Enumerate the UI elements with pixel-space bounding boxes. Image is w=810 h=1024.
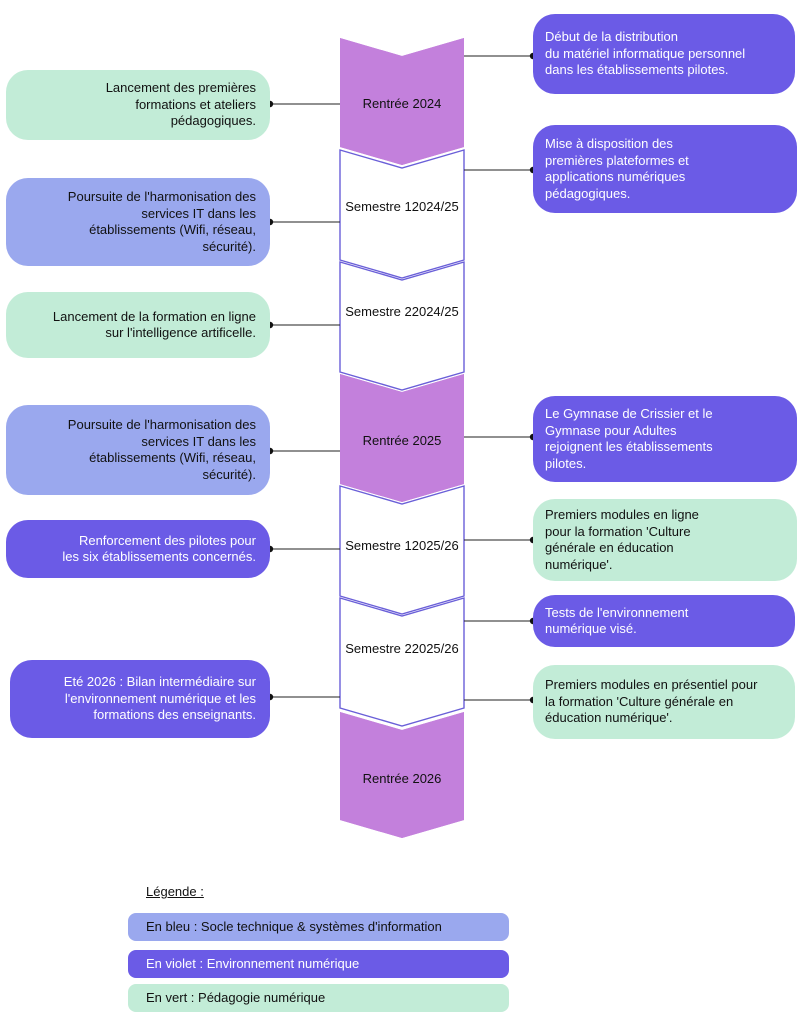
- text-line: Poursuite de l'harmonisation des: [67, 189, 256, 204]
- text-line: dans les établissements pilotes.: [545, 62, 729, 78]
- text-line: numérique'.: [545, 556, 613, 572]
- text-line: applications numériques: [545, 169, 686, 184]
- text-line: Premiers modules en présentiel pour: [545, 677, 758, 693]
- text-line: Premiers modules en ligne: [545, 507, 699, 522]
- text-line: éducation numérique'.: [545, 710, 673, 726]
- text-line: sur l'intelligence artificelle.: [105, 325, 256, 340]
- text-line: 2025/26: [411, 538, 459, 553]
- text-line: établissements (Wifi, réseau,: [89, 222, 256, 237]
- timeline-label-line: Semestre 12025/26: [345, 538, 458, 553]
- legend-item-violet: En violet : Environnement numérique: [128, 950, 509, 978]
- timeline-chevron: [339, 149, 465, 279]
- text-line: Tests de l'environnement: [545, 604, 689, 620]
- text-line: 2025/26: [411, 641, 459, 656]
- text-line: les six établissements concernés.: [62, 549, 256, 564]
- legend-title: Légende :: [146, 884, 204, 899]
- text-line: Semestre 1: [345, 199, 412, 214]
- text-line: du matériel informatique personnel: [545, 45, 746, 61]
- text-line: sécurité).: [202, 466, 256, 482]
- text-line: rejoignent les établissements: [545, 439, 713, 454]
- timeline-label-semestre-2-2025: Semestre 22025/26: [340, 640, 464, 657]
- timeline-label-line: Semestre 22024/25: [345, 304, 458, 319]
- timeline-label-line: Semestre 12024/25: [345, 199, 458, 214]
- timeline-chevron: [339, 485, 465, 615]
- timeline-label-rentree-2024: Rentrée 2024: [362, 96, 442, 111]
- timeline-label-rentree-2025: Rentrée 2025: [362, 433, 442, 448]
- text-line: pour la formation 'Culture: [545, 523, 691, 539]
- text-line: Mise à disposition des: [545, 136, 673, 151]
- timeline-chevron: [339, 597, 465, 727]
- text-line: premières plateformes et: [545, 152, 689, 168]
- timeline-label-semestre-1-2024: Semestre 12024/25: [340, 198, 464, 215]
- text-line: l'environnement numérique et les: [64, 690, 256, 706]
- text-line: Semestre 2: [345, 304, 412, 319]
- text-line: formations des enseignants.: [93, 707, 256, 723]
- text-line: 2024/25: [411, 199, 459, 214]
- text-line: services IT dans les: [141, 433, 256, 449]
- text-line: pilotes.: [545, 455, 587, 471]
- timeline-chevron-milestone: [340, 374, 464, 502]
- text-line: numérique visé.: [545, 621, 637, 636]
- legend-item-blue: En bleu : Socle technique & systèmes d'i…: [128, 913, 509, 941]
- timeline-label-line: Semestre 22025/26: [345, 641, 458, 656]
- timeline-label-semestre-2-2024: Semestre 22024/25: [340, 303, 464, 320]
- timeline-chevron-milestone: [340, 712, 464, 838]
- text-line: pédagogiques.: [170, 113, 256, 129]
- text-line: la formation 'Culture générale en: [545, 693, 734, 709]
- text-line: Lancement de la formation en ligne: [52, 308, 256, 324]
- timeline-chevron-milestone: [340, 38, 464, 165]
- text-line: pédagogiques.: [545, 185, 631, 201]
- text-line: Renforcement des pilotes pour: [78, 532, 256, 548]
- text-line: Eté 2026 : Bilan intermédiaire sur: [63, 674, 256, 690]
- text-line: formations et ateliers: [135, 96, 256, 112]
- text-line: sécurité).: [202, 238, 256, 254]
- text-line: services IT dans les: [141, 205, 256, 221]
- timeline-label-semestre-1-2025: Semestre 12025/26: [340, 537, 464, 554]
- timeline-label-rentree-2026: Rentrée 2026: [362, 771, 442, 786]
- text-line: établissements (Wifi, réseau,: [89, 450, 256, 465]
- text-line: Gymnase pour Adultes: [545, 422, 677, 438]
- text-line: Lancement des premières: [105, 80, 256, 96]
- text-line: générale en éducation: [545, 540, 674, 555]
- text-line: Poursuite de l'harmonisation des: [67, 417, 256, 432]
- text-line: Début de la distribution: [545, 29, 678, 45]
- legend-item-green: En vert : Pédagogie numérique: [128, 984, 509, 1012]
- timeline-chevron: [339, 261, 465, 391]
- text-line: Semestre 1: [345, 538, 412, 553]
- text-line: 2024/25: [411, 304, 459, 319]
- text-line: Semestre 2: [345, 641, 412, 656]
- text-line: Le Gymnase de Crissier et le: [545, 406, 713, 421]
